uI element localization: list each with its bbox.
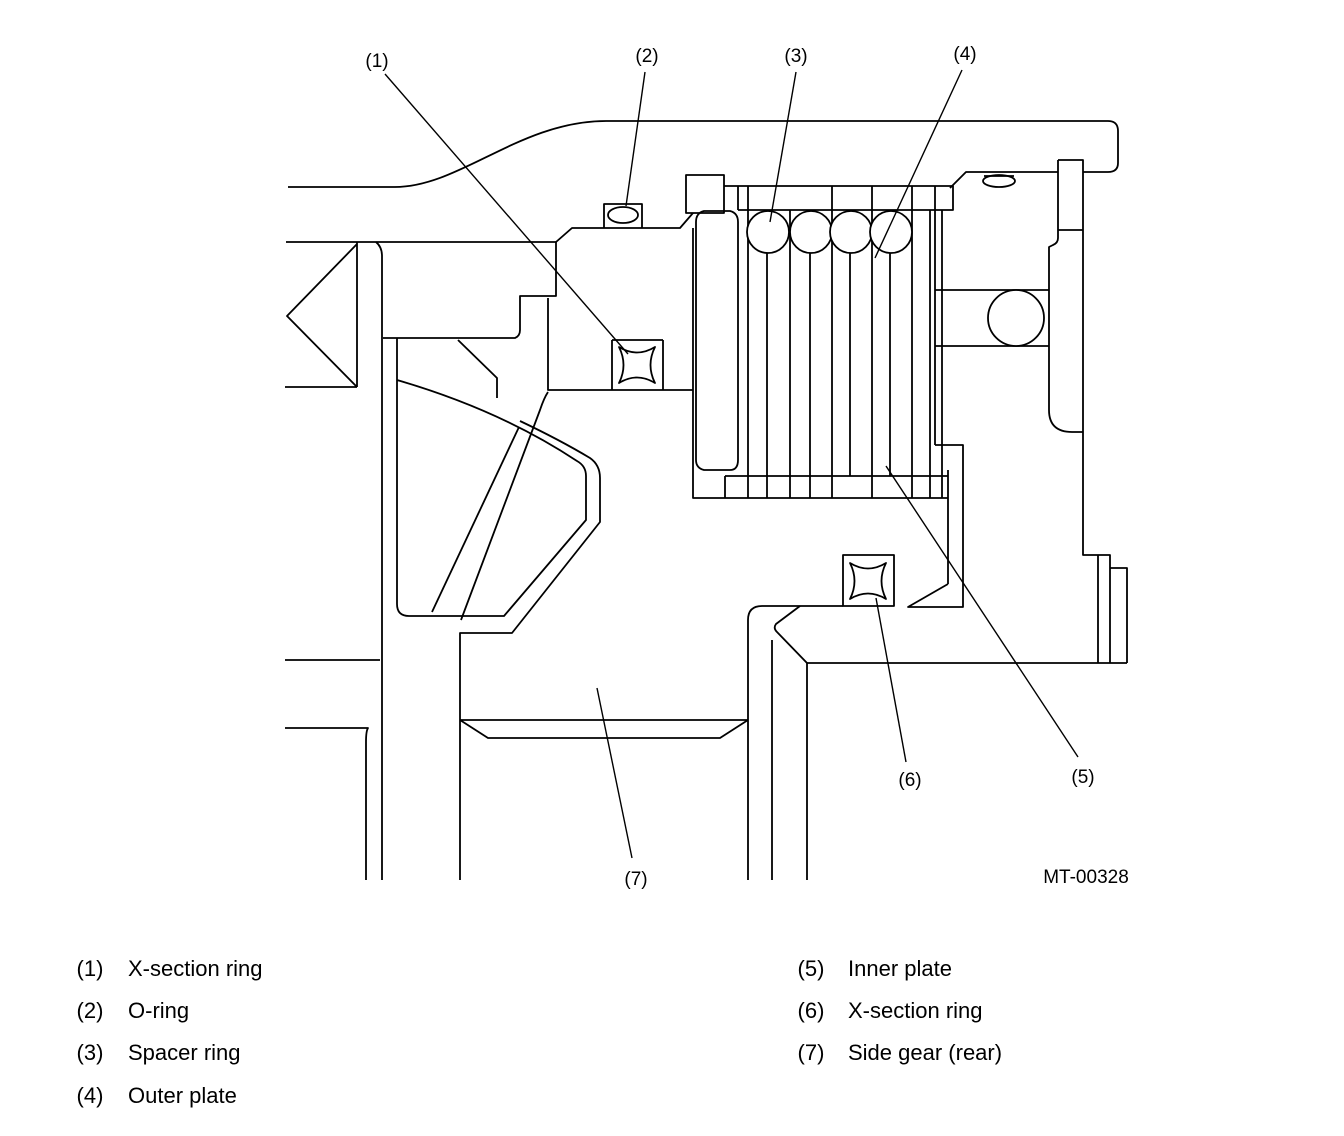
- callout-4: (4): [953, 44, 976, 65]
- case-end-plate: [1048, 159, 1111, 663]
- callout-1: (1): [365, 51, 388, 72]
- side-gear-hub-top: [383, 242, 557, 339]
- spacer-ring: [746, 210, 790, 254]
- lower-hub-contour: [747, 605, 843, 880]
- legend-item: (5) Inner plate: [798, 956, 952, 981]
- leader-line-5: [885, 465, 1079, 758]
- clutch-bottom-bar: [724, 475, 948, 499]
- side-gear-outer-contour: [459, 420, 601, 880]
- legend-number: (7): [798, 1040, 825, 1065]
- leader-line-3: [769, 71, 797, 223]
- clutch-retainer: [907, 444, 964, 608]
- legend-label: Inner plate: [848, 956, 952, 981]
- x-ring-groove: [611, 339, 664, 390]
- leader-line-4: [874, 69, 963, 259]
- callout-3: (3): [784, 46, 807, 67]
- case-top-contour: [288, 120, 1119, 188]
- cover-o-ring: [982, 174, 1016, 188]
- side-gear-tooth-line-a: [431, 426, 520, 613]
- spacer-ring: [789, 210, 833, 254]
- legend-item: (4) Outer plate: [77, 1083, 237, 1108]
- pressure-plate: [695, 210, 739, 471]
- leader-lines: [384, 69, 1079, 859]
- lower-hub-chamfer: [773, 605, 808, 880]
- legend-label: Spacer ring: [128, 1040, 241, 1065]
- legend-item: (6) X-section ring: [798, 998, 983, 1023]
- legend-label: X-section ring: [128, 956, 263, 981]
- x-section-ring-1: [618, 346, 656, 384]
- legend-number: (4): [77, 1083, 104, 1108]
- callout-7: (7): [624, 869, 647, 890]
- legend-item: (2) O-ring: [77, 998, 190, 1023]
- piston-housing-top: [555, 212, 694, 243]
- legend-item: (7) Side gear (rear): [798, 1040, 1003, 1065]
- leader-line-6: [875, 597, 907, 763]
- legend-number: (6): [798, 998, 825, 1023]
- legend-number: (5): [798, 956, 825, 981]
- callout-labels: (1) (2) (3) (4) (5) (6) (7): [365, 44, 1094, 890]
- spacer-ring: [869, 210, 913, 254]
- pinion-shaft-end: [987, 289, 1045, 347]
- leader-line-1: [384, 73, 629, 355]
- legend-number: (3): [77, 1040, 104, 1065]
- legend-item: (3) Spacer ring: [77, 1040, 241, 1065]
- legend-label: Side gear (rear): [848, 1040, 1002, 1065]
- legend-label: Outer plate: [128, 1083, 237, 1108]
- legend-label: O-ring: [128, 998, 189, 1023]
- callout-2: (2): [635, 46, 658, 67]
- legend-number: (2): [77, 998, 104, 1023]
- callout-6: (6): [898, 770, 921, 791]
- side-gear-body: [396, 338, 587, 617]
- piston-bore: [547, 298, 693, 391]
- legend-label: X-section ring: [848, 998, 983, 1023]
- o-ring-2: [607, 206, 639, 224]
- pinion-shaft-lines: [935, 289, 1049, 347]
- spacer-ring: [829, 210, 873, 254]
- legend-number: (1): [77, 956, 104, 981]
- spacer-rings: [746, 210, 913, 254]
- legend-item: (1) X-section ring: [77, 956, 263, 981]
- x-section-ring-6: [849, 562, 887, 600]
- side-gear-tooth-line-b: [460, 391, 549, 621]
- leader-line-7: [596, 687, 633, 859]
- axle-shaft-edge: [375, 241, 383, 880]
- callout-5: (5): [1071, 767, 1094, 788]
- clutch-cover-top: [949, 171, 1058, 189]
- cross-section-drawing: [285, 120, 1128, 880]
- spline-chevron: [285, 242, 358, 388]
- clutch-top-bar: [724, 185, 954, 211]
- piston-housing-side: [692, 228, 725, 499]
- x-ring-6-groove: [842, 554, 895, 607]
- legend: (1) X-section ring (2) O-ring (3) Spacer…: [77, 956, 1003, 1108]
- case-end-plate-lip: [1110, 567, 1128, 663]
- axle-shaft-lower-lines: [285, 659, 380, 880]
- piston-top-block: [685, 174, 725, 214]
- o-ring-groove: [603, 203, 643, 228]
- side-gear-chamfer: [457, 339, 498, 398]
- figure-id: MT-00328: [1043, 867, 1129, 888]
- leader-line-2: [625, 71, 646, 207]
